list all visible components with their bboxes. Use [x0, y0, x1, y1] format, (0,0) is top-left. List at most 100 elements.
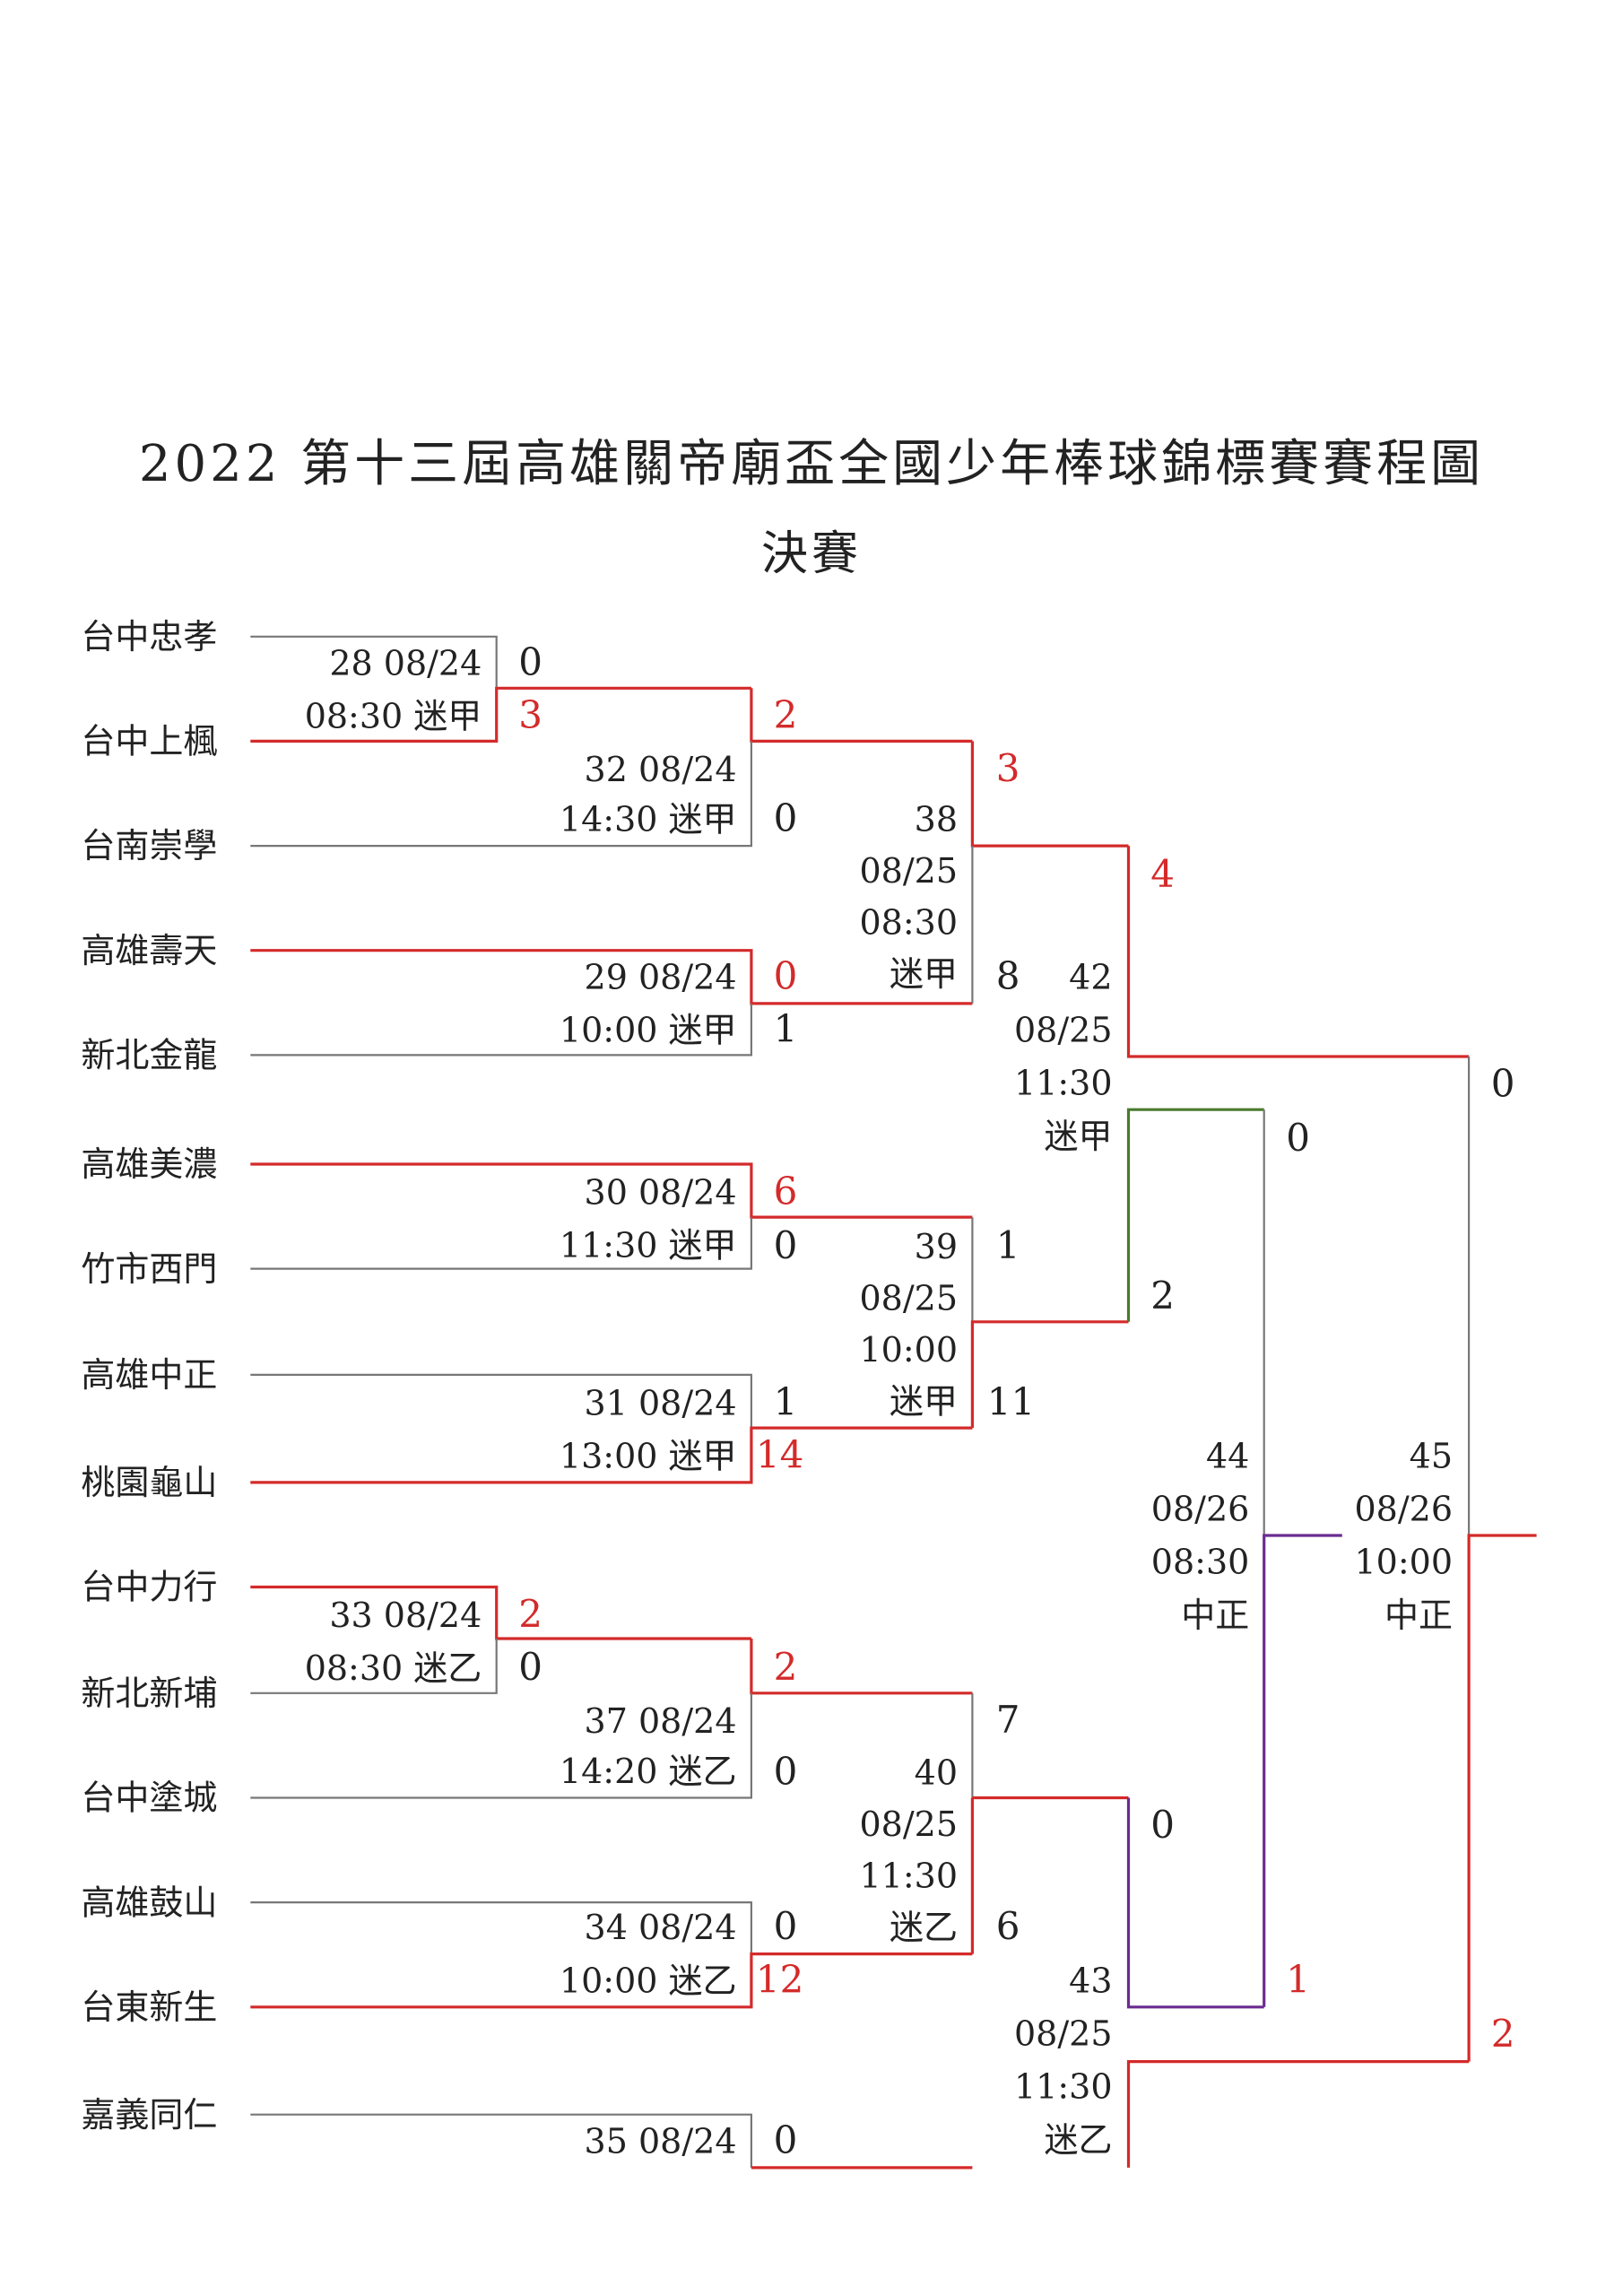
- match-info: 10:00: [859, 1330, 958, 1370]
- bracket-line-green: [1126, 1108, 1264, 1322]
- match-info: 08/25: [1014, 1011, 1113, 1050]
- match-info: 14:30 迷甲: [560, 800, 737, 839]
- match-info: 08/25: [1014, 2014, 1113, 2054]
- score: 1: [996, 1223, 1020, 1267]
- match-info: 37 08/24: [585, 1701, 737, 1741]
- match-info: 08:30 迷甲: [305, 697, 482, 736]
- team-name: 高雄壽天: [81, 931, 217, 970]
- match-info: 14:20 迷乙: [560, 1752, 737, 1791]
- match-info: 迷甲: [1044, 1117, 1112, 1156]
- bracket-line: [250, 2113, 753, 2168]
- bracket-line-winner: [250, 1952, 973, 2009]
- bracket-line: [250, 635, 498, 689]
- score: 2: [774, 1645, 798, 1689]
- match-info: 08:30 迷乙: [305, 1648, 482, 1688]
- bracket-line-winner: [1126, 846, 1470, 1058]
- team-name: 台中上楓: [81, 722, 217, 761]
- match-info: 08:30: [859, 903, 958, 943]
- score: 8: [996, 954, 1020, 998]
- match-info: 10:00 迷乙: [560, 1961, 737, 2000]
- score: 0: [774, 1223, 798, 1267]
- score: 3: [518, 693, 542, 737]
- match-info: 中正: [1384, 1596, 1453, 1635]
- match-info: 迷甲: [890, 954, 958, 994]
- bracket-line-winner: [970, 1320, 1129, 1429]
- team-name: 新北新埔: [81, 1674, 217, 1713]
- match-info: 08:30: [1151, 1543, 1250, 1582]
- match-info: 45: [1410, 1436, 1453, 1475]
- match-info: 32 08/24: [585, 750, 737, 789]
- bracket-line-winner: [1467, 1534, 1537, 2062]
- score: 7: [996, 1698, 1020, 1742]
- bracket-line-winner: [250, 949, 973, 1005]
- match-info: 43: [1069, 1961, 1112, 2000]
- match-info: 10:00 迷甲: [560, 1011, 737, 1050]
- team-name: 台中力行: [81, 1568, 217, 1607]
- score: 2: [518, 1592, 542, 1636]
- match-info: 38: [915, 800, 958, 839]
- match-info: 迷甲: [890, 1382, 958, 1422]
- score: 0: [774, 954, 798, 998]
- score: 0: [1150, 1803, 1175, 1847]
- match-info: 42: [1069, 958, 1112, 997]
- match-info: 迷乙: [1044, 2120, 1112, 2160]
- match-info: 44: [1206, 1436, 1249, 1475]
- score: 12: [756, 1957, 803, 2001]
- score: 3: [996, 746, 1020, 790]
- match-info: 28 08/24: [329, 644, 482, 683]
- bracket-line: [250, 1003, 753, 1057]
- score: 6: [996, 1904, 1020, 1948]
- score: 1: [774, 1379, 798, 1423]
- match-info: 35 08/24: [585, 2121, 737, 2161]
- score: 0: [518, 640, 542, 684]
- match-info: 08/26: [1354, 1490, 1453, 1529]
- match-info: 10:00: [1354, 1543, 1453, 1582]
- match-info: 11:30: [1014, 1064, 1113, 1103]
- match-info: 中正: [1181, 1596, 1249, 1635]
- bracket-line-purple: [1263, 1534, 1342, 2007]
- bracket-line-winner: [250, 1162, 973, 1219]
- match-info: 11:30: [1014, 2067, 1113, 2107]
- match-info: 39: [915, 1227, 958, 1266]
- score: 0: [774, 1904, 798, 1948]
- score: 11: [987, 1379, 1035, 1423]
- match-info: 08/25: [859, 1279, 958, 1318]
- score: 1: [774, 1007, 798, 1051]
- bracket-line: [250, 741, 753, 848]
- bracket-line-winner: [250, 686, 751, 744]
- match-info: 29 08/24: [585, 958, 737, 997]
- team-name: 嘉義同仁: [81, 2095, 217, 2135]
- bracket-line-purple: [1126, 1797, 1264, 2009]
- match-info: 31 08/24: [585, 1383, 737, 1422]
- team-name: 台南崇學: [81, 826, 217, 865]
- match-info: 30 08/24: [585, 1172, 737, 1212]
- match-info: 40: [915, 1753, 958, 1793]
- team-name: 桃園龜山: [81, 1463, 217, 1502]
- team-name: 新北金龍: [81, 1036, 217, 1075]
- score: 0: [1286, 1116, 1310, 1160]
- match-info: 33 08/24: [329, 1596, 482, 1635]
- page-title: 2022 第十三屆高雄關帝廟盃全國少年棒球錦標賽賽程圖: [138, 435, 1485, 493]
- score: 2: [1150, 1274, 1175, 1318]
- match-info: 迷乙: [890, 1908, 958, 1947]
- match-info: 13:00 迷甲: [560, 1436, 737, 1475]
- bracket-line-winner: [1126, 2060, 1470, 2168]
- score: 2: [1491, 2012, 1515, 2056]
- team-name: 竹市西門: [81, 1249, 217, 1289]
- match-info: 08/25: [859, 851, 958, 891]
- bracket-line: [250, 1692, 753, 1799]
- match-info: 11:30 迷甲: [560, 1226, 737, 1265]
- score: 14: [756, 1432, 803, 1476]
- bracket-line: [250, 1217, 753, 1270]
- team-name: 高雄中正: [81, 1355, 217, 1395]
- score: 4: [1150, 852, 1175, 896]
- bracket-line: [250, 1373, 753, 1429]
- team-name: 台中忠孝: [81, 617, 217, 657]
- bracket-line: [250, 1901, 753, 1954]
- team-name: 高雄鼓山: [81, 1883, 217, 1922]
- bracket-line: [250, 1639, 498, 1694]
- score: 0: [518, 1645, 542, 1689]
- score: 6: [774, 1169, 798, 1213]
- score: 0: [1491, 1061, 1515, 1105]
